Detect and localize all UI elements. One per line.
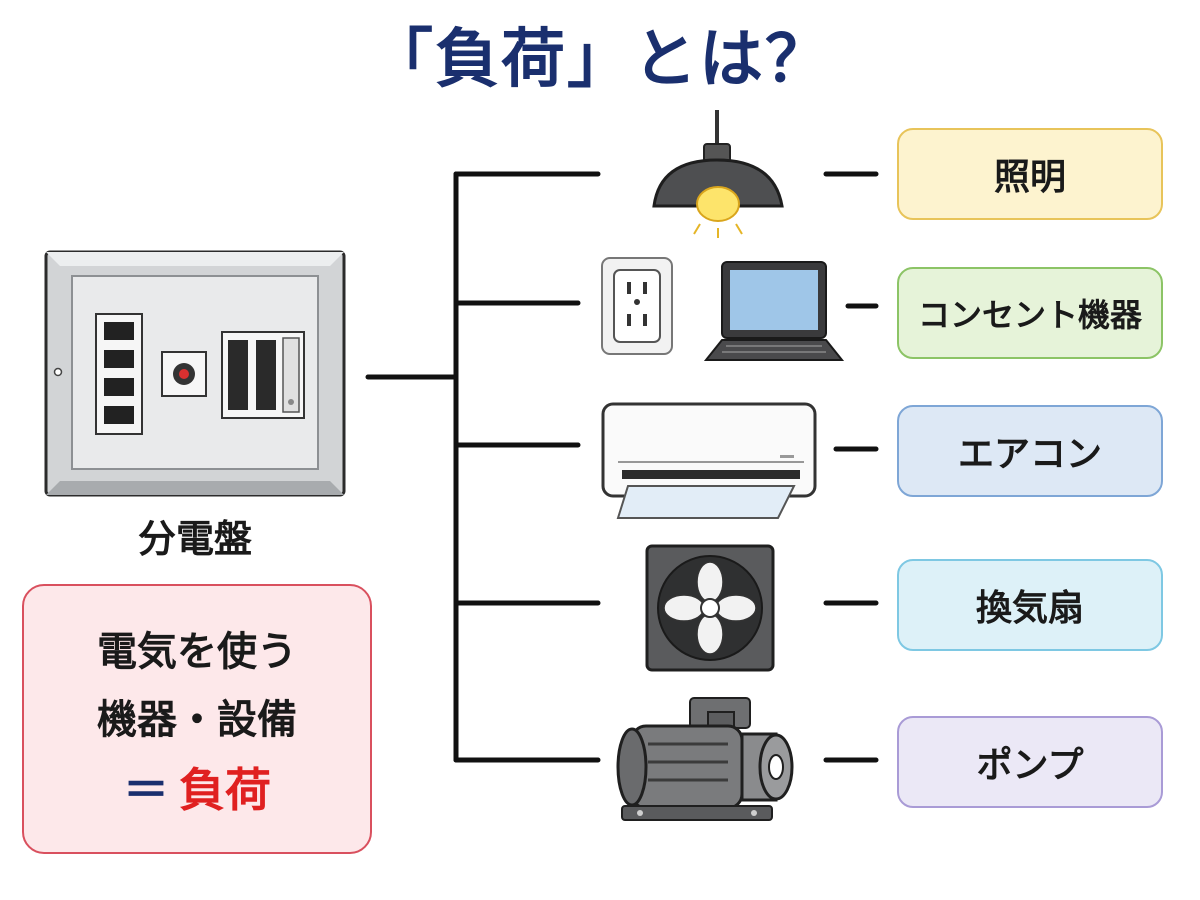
pendant-lamp-icon	[652, 110, 784, 238]
equals-sign: ＝	[123, 763, 169, 817]
ventilation-fan-icon	[645, 544, 775, 672]
load-box-lighting: 照明	[897, 128, 1163, 220]
distribution-panel-label: 分電盤	[137, 517, 252, 561]
load-box-outlet-devices: コンセント機器	[897, 267, 1163, 359]
outlet-laptop-icon	[601, 257, 845, 361]
definition-line-3: ＝負荷	[24, 767, 370, 813]
load-keyword: 負荷	[179, 763, 271, 817]
definition-box: 電気を使う 機器・設備 ＝負荷	[22, 584, 372, 854]
pump-motor-icon	[616, 697, 794, 821]
definition-line-2: 機器・設備	[97, 697, 297, 743]
wiring-lines	[365, 171, 879, 763]
page-title: 「負荷」とは？	[369, 23, 831, 97]
distribution-panel-icon	[44, 250, 346, 497]
air-conditioner-icon	[601, 402, 817, 519]
load-box-aircon: エアコン	[897, 405, 1163, 497]
definition-line-1: 電気を使う	[97, 629, 297, 675]
load-box-pump: ポンプ	[897, 716, 1163, 808]
load-box-ventilation-fan: 換気扇	[897, 559, 1163, 651]
